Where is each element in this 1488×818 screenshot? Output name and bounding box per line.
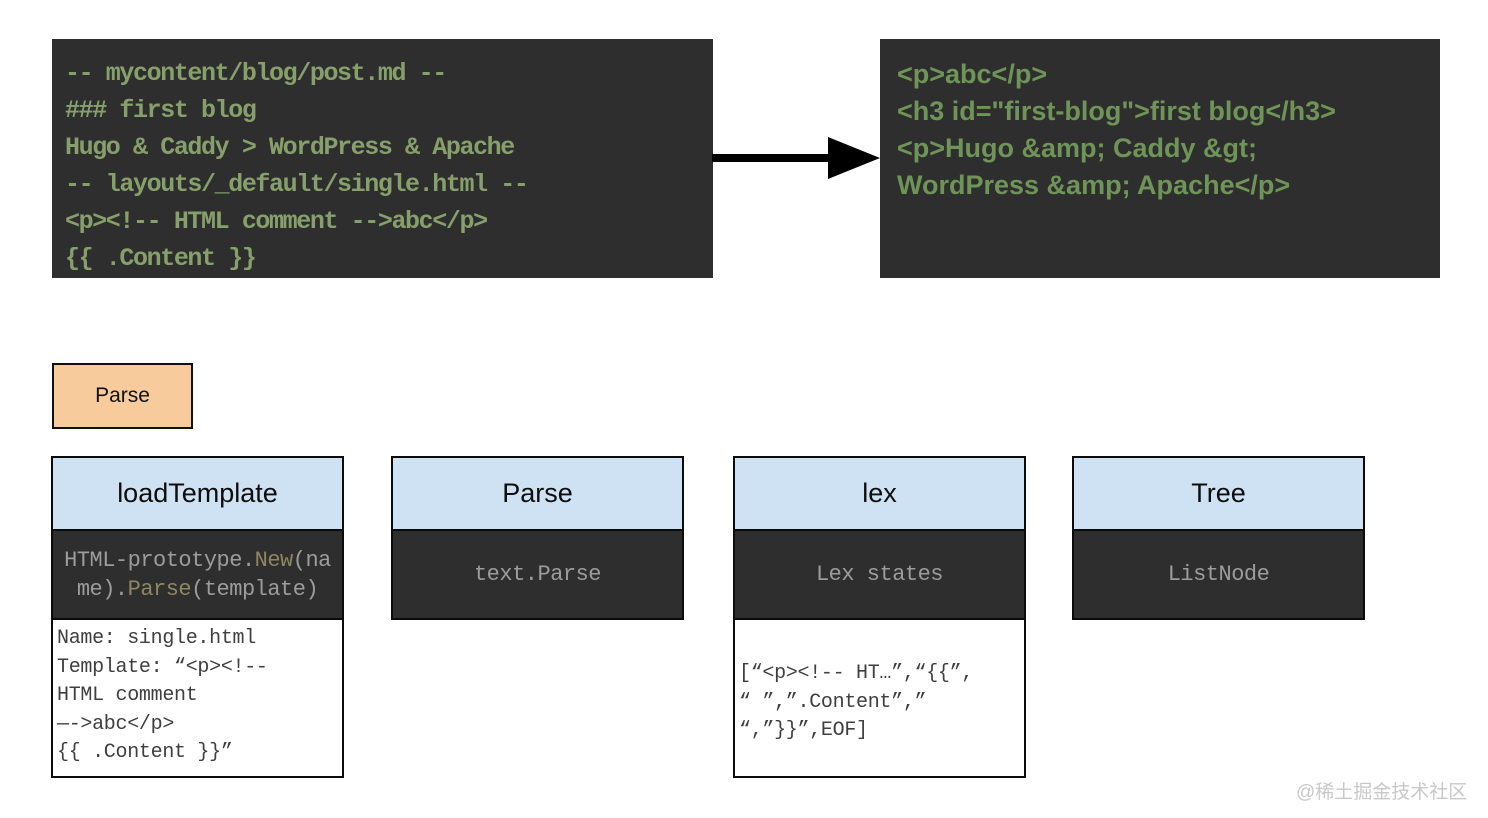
source-code-line: Hugo & Caddy > WordPress & Apache — [65, 133, 515, 162]
stage-code-line: HTML-prototype.New(na — [64, 547, 331, 573]
stage-detail-line: “,”}}”,EOF] — [739, 719, 868, 742]
stage-code-line: me).Parse(template) — [76, 576, 319, 602]
stage-code-section: ListNode — [1074, 529, 1363, 618]
stage-code-line: text.Parse — [473, 562, 602, 587]
stage-detail-line: —->abc</p> — [57, 712, 175, 736]
stage-detail-section: [“<p><!-- HT…”,“{{”, “ ”,”.Content”,” “,… — [735, 618, 1024, 776]
source-code-line: ### first blog — [65, 96, 257, 125]
stage-detail-line: {{ .Content }}” — [57, 741, 233, 764]
source-code-line: {{ .Content }} — [65, 244, 257, 273]
output-code-line: <p>abc</p> — [897, 59, 1048, 89]
stage-code-section: Lex states — [735, 529, 1024, 618]
stage-code-section: HTML-prototype.New(na me).Parse(template… — [53, 529, 342, 618]
stage-box-parse: Parse text.Parse — [391, 456, 684, 620]
stage-detail-line: “ ”,”.Content”,” — [739, 690, 927, 714]
stage-box-lex: lex Lex states [“<p><!-- HT…”,“{{”, “ ”,… — [733, 456, 1026, 778]
output-code-block: <p>abc</p> <h3 id="first-blog">first blo… — [880, 39, 1440, 278]
stage-detail-line: Name: single.html — [57, 627, 256, 650]
parse-step-label: Parse — [52, 363, 193, 429]
source-code-block: -- mycontent/blog/post.md -- ### first b… — [52, 39, 713, 278]
stage-code-section: text.Parse — [393, 529, 682, 618]
source-code-line: <p><!-- HTML comment -->abc</p> — [65, 207, 488, 236]
stage-detail-line: HTML comment — [57, 684, 198, 707]
source-code-line: -- mycontent/blog/post.md -- — [65, 59, 447, 88]
source-code-line: -- layouts/_default/single.html -- — [65, 170, 529, 199]
stage-detail-line: Template: “<p><!-- — [57, 655, 268, 679]
parse-step-label-text: Parse — [95, 384, 150, 407]
flow-arrow-icon — [712, 137, 880, 179]
stage-code-line: ListNode — [1167, 562, 1270, 587]
output-code-line: <p>Hugo &amp; Caddy &gt; — [897, 133, 1258, 163]
stage-title: Parse — [393, 458, 682, 529]
stage-code-line: Lex states — [815, 562, 944, 587]
stage-title: Tree — [1074, 458, 1363, 529]
stage-title: lex — [735, 458, 1024, 529]
stage-box-tree: Tree ListNode — [1072, 456, 1365, 620]
stage-detail-line: [“<p><!-- HT…”,“{{”, — [739, 662, 974, 685]
output-code-line: <h3 id="first-blog">first blog</h3> — [897, 96, 1336, 126]
output-code-line: WordPress &amp; Apache</p> — [897, 170, 1291, 200]
stage-title: loadTemplate — [53, 458, 342, 529]
stage-detail-section: Name: single.html Template: “<p><!-- HTM… — [53, 618, 342, 776]
stage-box-loadtemplate: loadTemplate HTML-prototype.New(na me).P… — [51, 456, 344, 778]
watermark: @稀土掘金技术社区 — [1296, 782, 1468, 803]
